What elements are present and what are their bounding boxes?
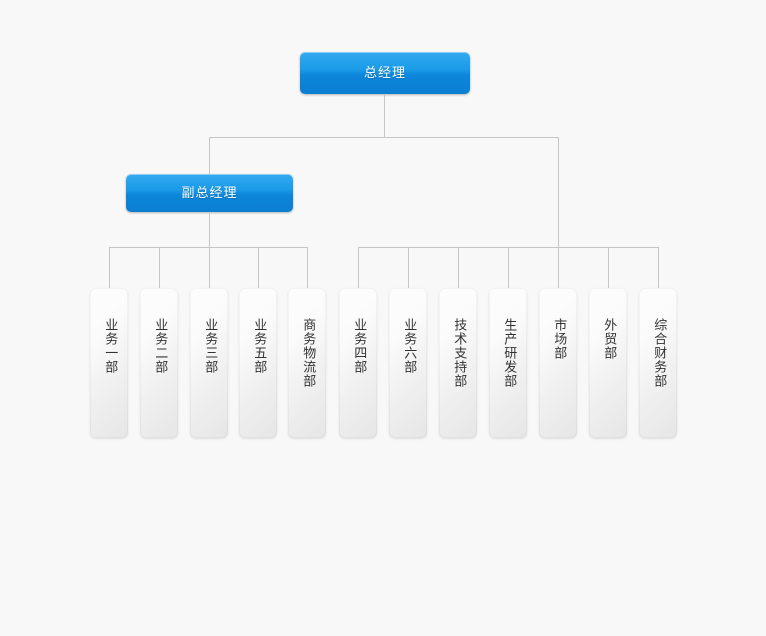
node-dept-5-label: 业务四部 bbox=[351, 318, 367, 374]
node-dept-5[interactable]: 业务四部 bbox=[339, 288, 377, 438]
node-deputy-general-manager[interactable]: 副总经理 bbox=[126, 174, 293, 212]
node-dept-1-label: 业务二部 bbox=[152, 318, 168, 374]
node-dept-9[interactable]: 市场部 bbox=[539, 288, 577, 438]
connector-gm-drop bbox=[384, 94, 385, 137]
node-dept-6[interactable]: 业务六部 bbox=[389, 288, 427, 438]
connector-drop-dept-8 bbox=[508, 247, 509, 288]
node-dept-4[interactable]: 商务物流部 bbox=[288, 288, 326, 438]
connector-drop-dept-4 bbox=[307, 247, 308, 288]
node-dept-2[interactable]: 业务三部 bbox=[190, 288, 228, 438]
connector-drop-dept-6 bbox=[408, 247, 409, 288]
node-dept-8-label: 生产研发部 bbox=[501, 318, 517, 388]
connector-drop-dept-2 bbox=[209, 247, 210, 288]
connector-bus-to-right-group bbox=[558, 137, 559, 248]
node-dept-10[interactable]: 外贸部 bbox=[589, 288, 627, 438]
node-dept-10-label: 外贸部 bbox=[601, 318, 617, 360]
connector-drop-dept-10 bbox=[608, 247, 609, 288]
connector-drop-dept-5 bbox=[358, 247, 359, 288]
node-dept-7-label: 技术支持部 bbox=[451, 318, 467, 388]
node-general-manager-label: 总经理 bbox=[363, 65, 406, 81]
node-dept-4-label: 商务物流部 bbox=[300, 318, 316, 388]
connector-drop-dept-3 bbox=[258, 247, 259, 288]
connector-bus-to-deputy bbox=[209, 137, 210, 174]
node-dept-0-label: 业务一部 bbox=[102, 318, 118, 374]
connector-left-bus bbox=[109, 247, 308, 248]
node-dept-11-label: 综合财务部 bbox=[651, 318, 667, 388]
node-dept-1[interactable]: 业务二部 bbox=[140, 288, 178, 438]
connector-main-bus bbox=[209, 137, 559, 138]
node-dept-3[interactable]: 业务五部 bbox=[239, 288, 277, 438]
node-dept-6-label: 业务六部 bbox=[401, 318, 417, 374]
node-dept-9-label: 市场部 bbox=[551, 318, 567, 360]
connector-drop-dept-11 bbox=[658, 247, 659, 288]
connector-drop-dept-7 bbox=[458, 247, 459, 288]
node-dept-2-label: 业务三部 bbox=[202, 318, 218, 374]
node-dept-8[interactable]: 生产研发部 bbox=[489, 288, 527, 438]
node-dept-7[interactable]: 技术支持部 bbox=[439, 288, 477, 438]
node-dept-3-label: 业务五部 bbox=[251, 318, 267, 374]
node-general-manager[interactable]: 总经理 bbox=[300, 52, 470, 94]
node-deputy-general-manager-label: 副总经理 bbox=[181, 185, 238, 201]
connector-drop-dept-9 bbox=[558, 247, 559, 288]
connector-drop-dept-1 bbox=[159, 247, 160, 288]
node-dept-0[interactable]: 业务一部 bbox=[90, 288, 128, 438]
connector-drop-dept-0 bbox=[109, 247, 110, 288]
connector-deputy-drop bbox=[209, 212, 210, 248]
node-dept-11[interactable]: 综合财务部 bbox=[639, 288, 677, 438]
